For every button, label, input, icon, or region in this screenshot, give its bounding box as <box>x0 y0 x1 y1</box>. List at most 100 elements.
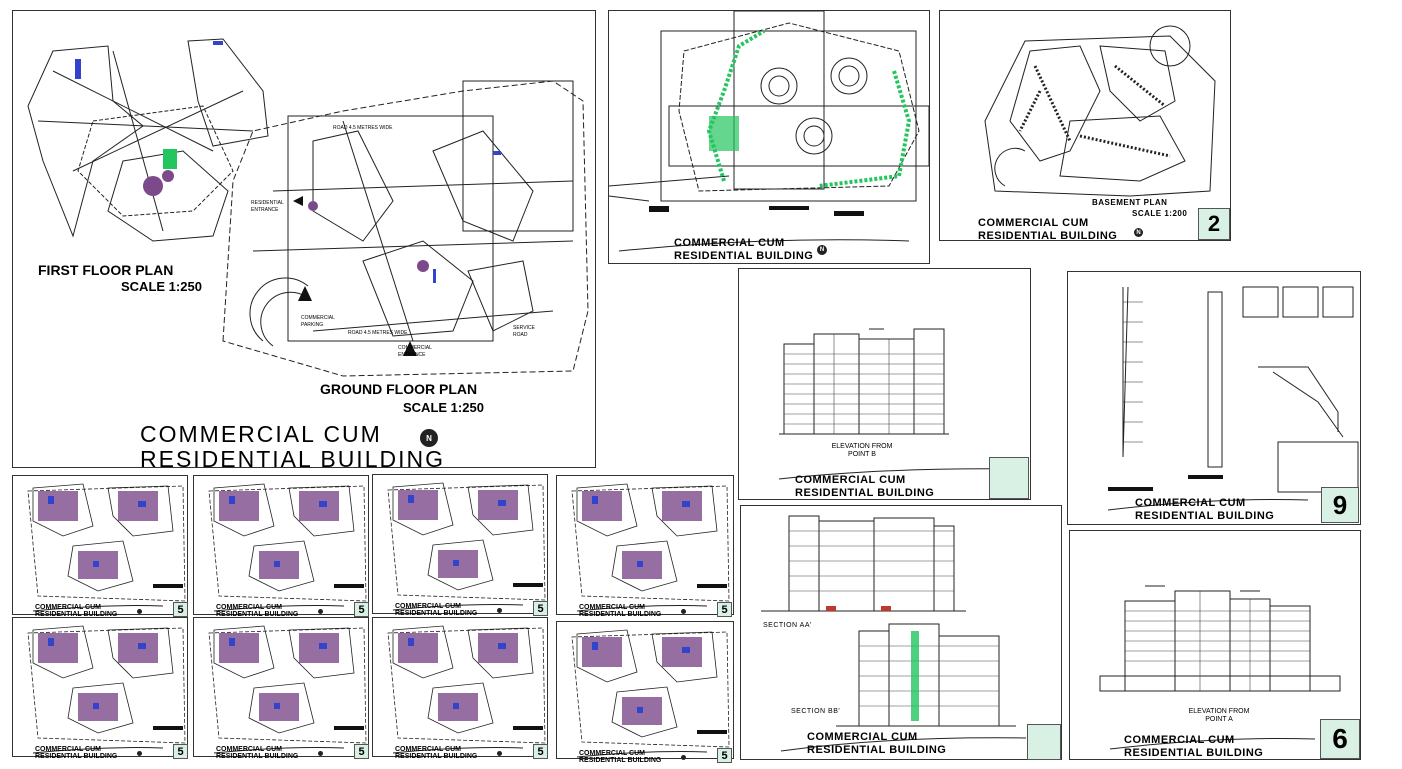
sections-sheet-box <box>1027 724 1061 760</box>
elevation-a-sheet-number: 6 <box>1320 719 1360 759</box>
elevation-b-caption-line2: POINT B <box>848 450 876 458</box>
floor-plans-drawing: ROAD 4.5 METRES WIDE ROAD 4.5 METRES WID… <box>27 38 589 377</box>
svg-text:SERVICE: SERVICE <box>513 325 536 331</box>
floor-thumbnail-drawing <box>208 483 367 612</box>
north-arrow-icon: N <box>817 245 827 255</box>
thumbnail-title-line1: COMMERCIAL CUM <box>395 603 461 610</box>
details-title-block: COMMERCIAL CUM RESIDENTIAL BUILDING <box>1135 498 1274 522</box>
elevation-a-drawing <box>1099 585 1341 750</box>
sections-title-line1: COMMERCIAL CUM <box>807 731 918 743</box>
ground-floor-plan-label: GROUND FLOOR PLAN <box>320 381 478 397</box>
thumbnail-title-line2: RESIDENTIAL BUILDING <box>35 611 118 618</box>
thumbnail-sheet-number: 5 <box>533 601 548 616</box>
sheet-sections: SECTION AA' SECTION BB' COMMERCIAL CUM R… <box>740 505 1062 760</box>
thumbnail-title-block: COMMERCIAL CUM RESIDENTIAL BUILDING <box>579 604 661 618</box>
sheet-floor-thumbnail-5: COMMERCIAL CUM RESIDENTIAL BUILDING 5 <box>12 617 188 760</box>
elevation-a-title-block: COMMERCIAL CUM RESIDENTIAL BUILDING <box>1124 735 1263 759</box>
basement-title-line1: COMMERCIAL CUM <box>978 217 1089 229</box>
thumbnail-title-line1: COMMERCIAL CUM <box>35 604 101 611</box>
floor-thumbnail-drawing <box>571 629 730 758</box>
first-floor-plan-label: FIRST FLOOR PLAN <box>38 262 174 278</box>
site-plan-drawing <box>608 10 930 252</box>
basement-title-line2: RESIDENTIAL BUILDING <box>978 230 1118 242</box>
ground-floor-scale: SCALE 1:250 <box>403 400 484 415</box>
thumbnail-title-line1: COMMERCIAL CUM <box>579 750 645 757</box>
thumbnail-sheet-number: 5 <box>173 602 188 617</box>
elevation-b-caption-line1: ELEVATION FROM <box>831 443 893 450</box>
north-arrow-icon <box>318 751 323 756</box>
floor-thumbnail-drawing <box>208 625 367 754</box>
sheet-floor-thumbnail-6: COMMERCIAL CUM RESIDENTIAL BUILDING 5 <box>193 617 369 760</box>
floor-thumbnail-drawing <box>387 625 546 754</box>
site-title-line1: COMMERCIAL CUM <box>674 237 785 249</box>
elevation-a-caption-line1: ELEVATION FROM <box>1188 708 1250 715</box>
main-title-line1: COMMERCIAL CUM <box>140 421 382 447</box>
svg-text:RESIDENTIAL: RESIDENTIAL <box>251 200 284 206</box>
elevation-a-title-line1: COMMERCIAL CUM <box>1124 734 1235 746</box>
thumbnail-title-line2: RESIDENTIAL BUILDING <box>579 757 662 764</box>
thumbnail-title-line2: RESIDENTIAL BUILDING <box>35 753 118 760</box>
sheet-floor-thumbnail-4: COMMERCIAL CUM RESIDENTIAL BUILDING 5 <box>556 475 734 618</box>
first-floor-scale: SCALE 1:250 <box>121 279 202 294</box>
svg-text:PARKING: PARKING <box>301 322 323 328</box>
thumbnail-title-block: COMMERCIAL CUM RESIDENTIAL BUILDING <box>216 604 298 618</box>
sheet-floor-plans: ROAD 4.5 METRES WIDE ROAD 4.5 METRES WID… <box>12 10 596 472</box>
section-bb-label: SECTION BB' <box>791 708 841 715</box>
thumbnail-title-line1: COMMERCIAL CUM <box>216 746 282 753</box>
elevation-b-title-line1: COMMERCIAL CUM <box>795 474 906 486</box>
basement-title-block: COMMERCIAL CUM RESIDENTIAL BUILDING <box>978 218 1117 242</box>
svg-text:COMMERCIAL: COMMERCIAL <box>398 345 432 351</box>
section-aa-label: SECTION AA' <box>763 622 812 629</box>
svg-text:ROAD: ROAD <box>513 332 528 338</box>
site-title-block: COMMERCIAL CUM RESIDENTIAL BUILDING <box>674 238 813 262</box>
sheet-floor-thumbnail-3: COMMERCIAL CUM RESIDENTIAL BUILDING 5 <box>372 474 548 617</box>
elevation-b-drawing <box>778 328 1030 480</box>
thumbnail-sheet-number: 5 <box>717 602 732 617</box>
north-arrow-icon <box>318 609 323 614</box>
floor-thumbnail-drawing <box>387 482 546 611</box>
sheet-site-plan: COMMERCIAL CUM RESIDENTIAL BUILDING N <box>608 10 930 264</box>
elevation-b-title-block: COMMERCIAL CUM RESIDENTIAL BUILDING <box>795 475 934 499</box>
sections-title-line2: RESIDENTIAL BUILDING <box>807 744 947 756</box>
details-title-line1: COMMERCIAL CUM <box>1135 497 1246 509</box>
north-arrow-icon <box>681 755 686 760</box>
thumbnail-title-line2: RESIDENTIAL BUILDING <box>216 753 299 760</box>
thumbnail-title-line2: RESIDENTIAL BUILDING <box>579 611 662 618</box>
elevation-b-sheet-box <box>989 457 1029 499</box>
north-arrow-icon <box>137 751 142 756</box>
thumbnail-title-line1: COMMERCIAL CUM <box>395 746 461 753</box>
thumbnail-title-line1: COMMERCIAL CUM <box>35 746 101 753</box>
sheet-basement-plan: BASEMENT PLAN SCALE 1:200 COMMERCIAL CUM… <box>939 10 1231 242</box>
floor-thumbnail-drawing <box>27 625 186 754</box>
thumbnail-title-line2: RESIDENTIAL BUILDING <box>395 610 478 617</box>
floor-thumbnail-drawing <box>571 483 730 612</box>
thumbnail-title-block: COMMERCIAL CUM RESIDENTIAL BUILDING <box>216 746 298 760</box>
thumbnail-sheet-number: 5 <box>717 748 732 763</box>
basement-plan-label: BASEMENT PLAN <box>1092 198 1168 207</box>
sheet-floor-thumbnail-8: COMMERCIAL CUM RESIDENTIAL BUILDING 5 <box>556 621 734 764</box>
basement-plan-scale: SCALE 1:200 <box>1132 209 1188 218</box>
svg-text:ENTRANCE: ENTRANCE <box>398 352 426 358</box>
thumbnail-title-block: COMMERCIAL CUM RESIDENTIAL BUILDING <box>395 746 477 760</box>
svg-text:COMMERCIAL: COMMERCIAL <box>301 315 335 321</box>
elevation-a-caption-line2: POINT A <box>1205 715 1233 723</box>
north-arrow-icon <box>497 751 502 756</box>
sheet-elevation-a: ELEVATION FROM POINT A COMMERCIAL CUM RE… <box>1069 530 1361 760</box>
thumbnail-sheet-number: 5 <box>354 744 369 759</box>
north-arrow-icon <box>681 609 686 614</box>
thumbnail-title-block: COMMERCIAL CUM RESIDENTIAL BUILDING <box>35 746 117 760</box>
thumbnail-sheet-number: 5 <box>354 602 369 617</box>
details-title-line2: RESIDENTIAL BUILDING <box>1135 510 1275 522</box>
thumbnail-title-block: COMMERCIAL CUM RESIDENTIAL BUILDING <box>35 604 117 618</box>
elevation-a-caption: ELEVATION FROM POINT A <box>1174 708 1264 723</box>
north-arrow-icon: N <box>1134 228 1143 237</box>
thumbnail-title-line1: COMMERCIAL CUM <box>579 604 645 611</box>
sheet-floor-thumbnail-2: COMMERCIAL CUM RESIDENTIAL BUILDING 5 <box>193 475 369 618</box>
main-title-line2: RESIDENTIAL BUILDING <box>140 446 445 472</box>
site-title-line2: RESIDENTIAL BUILDING <box>674 250 814 262</box>
north-arrow-icon: N <box>420 429 438 447</box>
thumbnail-title-line1: COMMERCIAL CUM <box>216 604 282 611</box>
sheet-floor-thumbnail-1: COMMERCIAL CUM RESIDENTIAL BUILDING 5 <box>12 475 188 618</box>
details-sheet-number: 9 <box>1321 487 1359 523</box>
elevation-b-caption: ELEVATION FROM POINT B <box>817 443 907 458</box>
